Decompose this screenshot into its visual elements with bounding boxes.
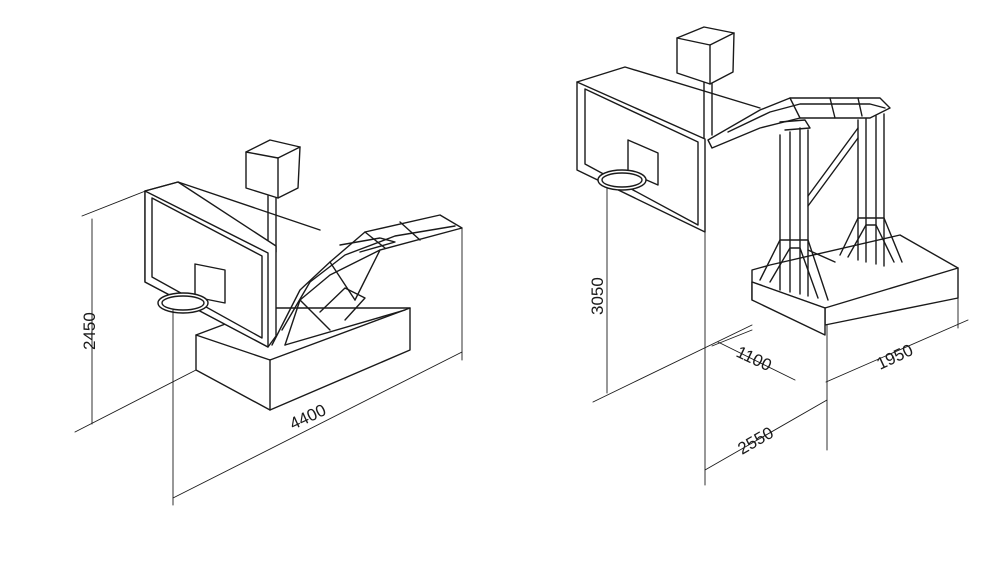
- right-dimension-lines: [592, 187, 969, 486]
- right-height-label: 3050: [588, 277, 607, 315]
- left-length-label: 4400: [287, 400, 329, 433]
- right-base-depth-label: 1100: [733, 342, 774, 375]
- left-backboard: [144, 181, 321, 348]
- right-overhang-label: 2550: [735, 423, 777, 458]
- left-shot-clock-box: [245, 139, 301, 199]
- right-hoop: [597, 169, 647, 191]
- right-stand-post: [703, 75, 713, 139]
- right-shot-clock-box: [676, 26, 735, 85]
- left-stand-arm-frame: [271, 214, 463, 346]
- right-stand-arm: [707, 97, 891, 149]
- right-basketball-stand: 3050 1100 1950 2550: [576, 26, 969, 486]
- left-basketball-stand: 2450 4400: [74, 139, 463, 506]
- left-dimension-lines: [74, 189, 463, 506]
- left-height-label: 2450: [80, 312, 99, 350]
- right-stand-columns: [759, 113, 903, 301]
- right-stand-base: [751, 234, 959, 336]
- right-backboard: [576, 66, 761, 233]
- left-hoop: [157, 292, 209, 314]
- right-base-width-label: 1950: [874, 340, 916, 373]
